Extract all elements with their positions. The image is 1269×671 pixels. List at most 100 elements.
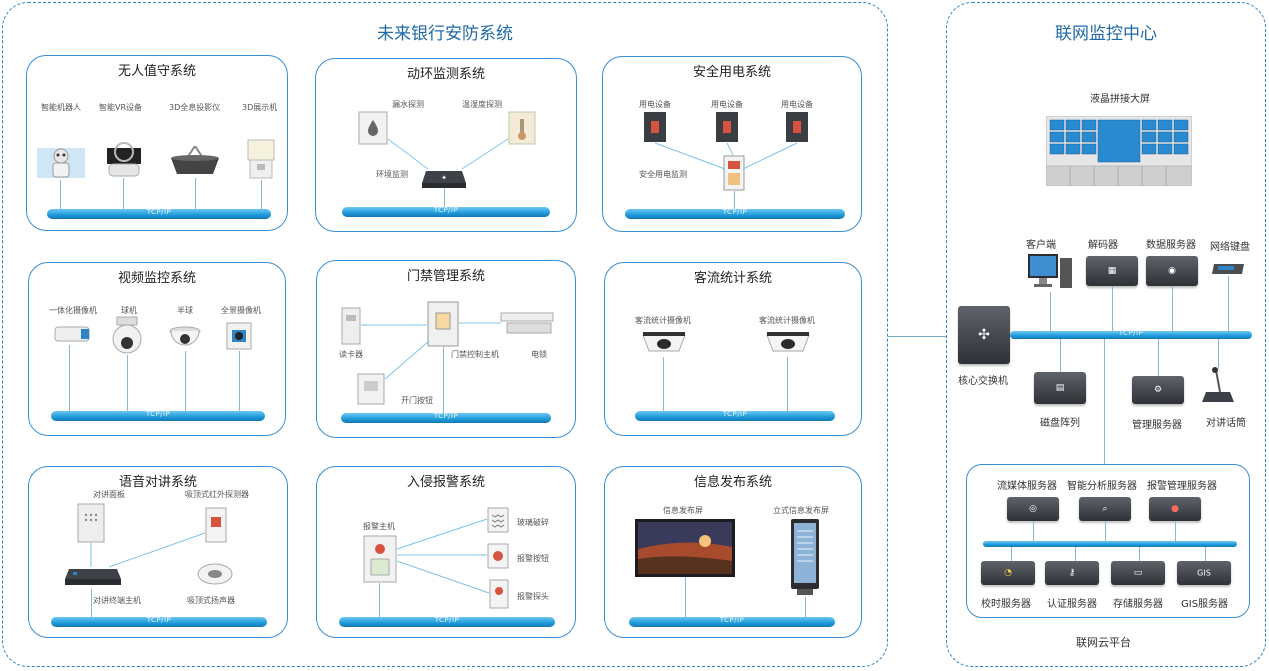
electric-lock-icon xyxy=(500,312,554,334)
video-wall-icon xyxy=(1046,116,1192,186)
device-label: 漏水探测 xyxy=(392,100,424,109)
gis-badge: GIS xyxy=(1197,568,1211,578)
power-monitor-icon xyxy=(723,155,745,191)
tcpip-bus: TCP/IP xyxy=(339,616,555,627)
panel-unmanned: 无人值守系统 智能机器人 智能VR设备 3D全息投影仪 3D展示机 TCP/IP xyxy=(26,55,288,231)
alarm-server-icon: ● xyxy=(1149,497,1201,521)
drop-line xyxy=(1060,339,1061,373)
intrusion-links xyxy=(396,518,490,594)
device-label: 存储服务器 xyxy=(1113,599,1163,610)
device-label: 用电设备 xyxy=(781,100,813,109)
bus-label: TCP/IP xyxy=(433,412,459,420)
drop-line xyxy=(123,178,124,210)
tcpip-bus: TCP/IP xyxy=(51,410,265,421)
client-pc-icon xyxy=(1028,254,1072,288)
decoder-icon: ▦ xyxy=(1086,256,1138,286)
access-links xyxy=(361,322,501,380)
stream-glyph: ◎ xyxy=(1029,504,1037,514)
power-cabinet-icon xyxy=(644,112,666,142)
device-label: 认证服务器 xyxy=(1047,599,1097,610)
storage-glyph: ▭ xyxy=(1133,568,1143,578)
bus-label: TCP/IP xyxy=(722,208,748,216)
center-tcpip-bus: TCP/IP xyxy=(1010,329,1252,339)
panel-title: 安全用电系统 xyxy=(692,65,771,80)
center-region-title: 联网监控中心 xyxy=(1055,24,1157,44)
svg-text:✦: ✦ xyxy=(441,174,447,182)
ceiling-speaker-icon xyxy=(197,563,233,585)
panel-access: 门禁管理系统 读卡器 门禁控制主机 电锁 开门按钮 TCP/IP xyxy=(316,260,576,438)
alarm-glyph: ● xyxy=(1171,504,1179,514)
bus-label: TCP/IP xyxy=(719,616,745,624)
device-label: 环境监测 xyxy=(376,170,408,179)
people-counting-camera-icon xyxy=(642,332,686,352)
bus-label: TCP/IP xyxy=(146,616,172,624)
device-label: 对讲面板 xyxy=(93,490,125,499)
monitoring-center-region: 联网监控中心 xyxy=(946,2,1266,667)
device-label: 报警探头 xyxy=(517,592,549,601)
device-label: 读卡器 xyxy=(339,350,363,359)
grid-glyph: ▦ xyxy=(1107,266,1117,276)
display-kiosk-icon xyxy=(247,139,275,179)
inter-region-link xyxy=(888,336,946,337)
device-label: 智能机器人 xyxy=(41,103,81,112)
people-counting-camera-icon xyxy=(766,332,810,352)
time-server-icon: ◔ xyxy=(981,561,1035,585)
device-label: 开门按钮 xyxy=(401,396,433,405)
drop-line xyxy=(1205,547,1206,561)
vr-headset-icon xyxy=(107,142,141,177)
panel-intercom: 语音对讲系统 对讲面板 吸顶式红外探测器 对讲终端主机 吸顶式扬声器 TCP/I… xyxy=(28,466,288,638)
device-label: 对讲终端主机 xyxy=(93,596,141,605)
device-label: 温湿度探测 xyxy=(462,100,502,109)
device-label: GIS服务器 xyxy=(1181,599,1229,610)
access-controller-icon xyxy=(427,301,459,347)
device-label: 校时服务器 xyxy=(981,599,1031,610)
device-label: 网络键盘 xyxy=(1210,242,1250,253)
device-label: 核心交换机 xyxy=(958,376,1008,387)
device-label: 信息发布屏 xyxy=(663,506,703,515)
bullet-camera-icon xyxy=(54,326,90,342)
device-label: 报警管理服务器 xyxy=(1147,481,1217,492)
device-label: 全景摄像机 xyxy=(221,306,261,315)
alarm-host-icon xyxy=(363,535,397,583)
info-display-screen-icon xyxy=(635,519,735,577)
device-label: 3D展示机 xyxy=(242,103,278,112)
hologram-projector-icon xyxy=(171,146,219,174)
disk-glyph: ▤ xyxy=(1055,383,1065,393)
water-leak-sensor-icon xyxy=(358,111,388,145)
device-label: 半球 xyxy=(177,306,193,315)
device-label: 吸顶式扬声器 xyxy=(187,596,235,605)
device-label: 3D全息投影仪 xyxy=(169,103,221,112)
intercom-links xyxy=(90,532,206,568)
device-label: 报警按钮 xyxy=(517,554,549,563)
alarm-button-icon xyxy=(487,543,509,569)
panel-title: 信息发布系统 xyxy=(693,475,772,490)
device-label: 玻璃破碎 xyxy=(517,518,549,527)
drop-line xyxy=(443,347,444,413)
storage-server-icon: ▭ xyxy=(1111,561,1165,585)
drop-line xyxy=(1158,339,1159,377)
panel-passenger: 客流统计系统 客流统计摄像机 客流统计摄像机 TCP/IP xyxy=(604,262,862,436)
device-label: 数据服务器 xyxy=(1146,240,1196,251)
bus-label: TCP/IP xyxy=(145,410,171,418)
drop-line xyxy=(734,191,735,209)
device-label: 球机 xyxy=(121,306,137,315)
drop-line xyxy=(1139,547,1140,561)
panel-title: 视频监控系统 xyxy=(117,271,196,286)
device-label: 解码器 xyxy=(1088,240,1118,251)
tcpip-bus: TCP/IP xyxy=(341,412,551,423)
drop-line xyxy=(239,351,240,411)
panoramic-camera-icon xyxy=(226,322,252,350)
exit-button-icon xyxy=(357,373,385,405)
drop-line xyxy=(1172,286,1173,332)
power-cabinet-icon xyxy=(786,112,808,142)
drop-line xyxy=(1112,286,1113,332)
clock-glyph: ◔ xyxy=(1004,568,1012,578)
drop-line xyxy=(261,180,262,210)
intercom-microphone-icon xyxy=(1202,367,1234,402)
panel-title: 语音对讲系统 xyxy=(118,475,197,490)
device-label: 客流统计摄像机 xyxy=(635,316,691,325)
device-label: 用电设备 xyxy=(711,100,743,109)
management-server-icon: ⚙ xyxy=(1132,376,1184,404)
tcpip-bus: TCP/IP xyxy=(342,206,550,217)
switch-glyph: ✣ xyxy=(978,327,990,343)
